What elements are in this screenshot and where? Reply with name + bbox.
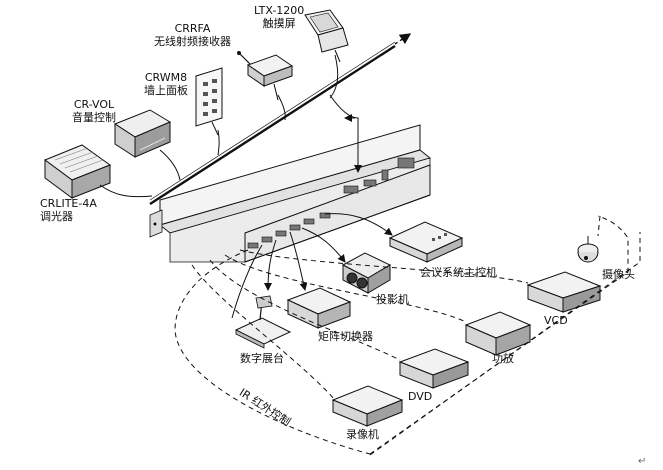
volume-control-device: [113, 109, 172, 158]
return-mark: ↵: [638, 456, 647, 467]
wall-panel-model: CRWM8: [144, 71, 188, 84]
touch-panel-label: LTX-1200 触摸屏: [254, 4, 304, 30]
touch-panel-model: LTX-1200: [254, 4, 305, 17]
amplifier-label: 功放: [492, 352, 514, 365]
wall-panel-label: CRWM8 墙上面板: [144, 71, 188, 97]
dimmer-model: CRLITE-4A: [40, 197, 97, 210]
projector-device: [341, 252, 392, 294]
rf-receiver-model: CRRFA: [174, 22, 211, 35]
dvd-device: [398, 348, 470, 389]
camera-device: [577, 236, 599, 263]
rf-receiver-label: CRRFA 无线射频接收器: [154, 22, 231, 48]
dvd-label: DVD: [408, 390, 433, 403]
rf-receiver-device: [237, 51, 294, 101]
conference-host-device: [388, 221, 464, 263]
main-controller: [149, 124, 432, 263]
wall-panel-device: [195, 67, 223, 136]
ir-loops: [174, 215, 629, 455]
ir-boundary: [369, 232, 641, 456]
control-bus: [149, 33, 412, 206]
touch-panel-device: [304, 9, 349, 63]
volume-control-model: CR-VOL: [73, 98, 115, 111]
controller-link: [329, 94, 362, 173]
projector-label: 投影机: [376, 293, 409, 306]
top-connectors: [99, 54, 339, 198]
dimmer-device: [43, 144, 112, 199]
conference-host-label: 会议系统主控机: [420, 266, 497, 279]
volume-control-name: 音量控制: [72, 111, 116, 124]
vcd-device: [526, 271, 602, 313]
dimmer-name: 调光器: [40, 210, 73, 223]
document-camera-device: [234, 295, 292, 349]
recorder-label: 录像机: [346, 428, 379, 441]
wall-panel-name: 墙上面板: [144, 84, 188, 97]
vcd-label: VCD: [544, 314, 568, 327]
rear-ports: [247, 157, 415, 249]
dimmer-label: CRLITE-4A 调光器: [40, 197, 97, 223]
rf-receiver-name: 无线射频接收器: [154, 35, 231, 48]
matrix-switcher-label: 矩阵切换器: [318, 330, 373, 343]
amplifier-device: [464, 311, 532, 356]
camera-label: 摄像头: [602, 268, 635, 281]
volume-control-label: CR-VOL 音量控制: [72, 98, 116, 124]
matrix-switcher-device: [286, 287, 352, 329]
recorder-device: [331, 385, 404, 427]
touch-panel-name: 触摸屏: [262, 17, 296, 30]
document-camera-label: 数字展台: [240, 352, 284, 365]
